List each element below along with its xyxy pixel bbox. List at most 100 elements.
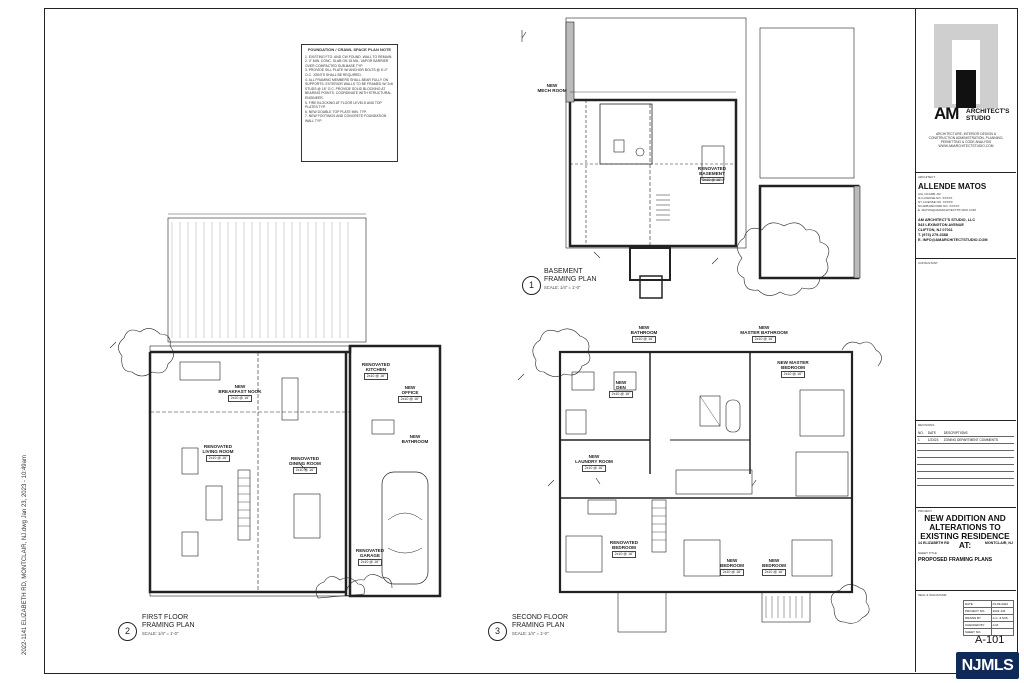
info-value	[990, 628, 1015, 636]
project-label: PROJECT	[918, 509, 933, 513]
divider	[915, 172, 1016, 173]
room-name: RENOVATED KITCHEN	[361, 362, 391, 372]
sheet-border	[44, 8, 1018, 674]
plan-scale: SCALE: 1/4" = 1'-0"	[512, 631, 549, 636]
room-tag: 2x10 @ 16"	[609, 391, 633, 398]
plan-scale: SCALE: 1/4" = 1'-0"	[544, 285, 581, 290]
divider	[915, 590, 1016, 591]
address-city: MONTCLAIR, NJ	[984, 541, 1013, 545]
rev-cell: ZONING DEPARTMENT COMMENTS	[942, 436, 1014, 444]
plan-title-line: FIRST FLOOR	[142, 614, 189, 621]
info-key: CHECKED BY	[963, 621, 992, 629]
plan-title-first: FIRST FLOOR FRAMING PLAN SCALE: 1/4" = 1…	[142, 614, 195, 638]
project-name: NEW ADDITION AND ALTERATIONS TO EXISTING…	[920, 513, 1010, 550]
note-line: 4. ALL FRAMING MEMBERS SHALL BEAR FULLY …	[305, 77, 393, 100]
info-key: DATE	[963, 600, 992, 608]
plan-title-basement: BASEMENT FRAMING PLAN SCALE: 1/4" = 1'-0…	[544, 268, 597, 292]
revisions-label: REVISIONS	[918, 423, 935, 427]
table-row: SHEET NO.	[963, 628, 1015, 636]
room-name: NEW DEN	[615, 380, 627, 390]
plan-title-second: SECOND FLOOR FRAMING PLAN SCALE: 1/4" = …	[512, 614, 568, 638]
room-tag: 2x10 @ 16"	[398, 396, 422, 403]
room-tag: 2x10 @ 16"	[228, 395, 252, 402]
room-tag: 2x10 @ 16"	[700, 177, 724, 184]
room-name: NEW OFFICE	[401, 385, 419, 395]
revisions-table: NO. DATE DESCRIPTIONS 1 1/23/23 ZONING D…	[917, 430, 1014, 486]
table-row	[917, 443, 1014, 451]
room-tag: 2x10 @ 16"	[206, 455, 230, 462]
table-row	[917, 471, 1014, 479]
room-name: NEW BREAKFAST NOOK	[218, 384, 262, 394]
note-line: 5. FIRE BLOCKING AT FLOOR LEVELS AND TOP…	[305, 100, 382, 110]
room-tag: 2x10 @ 16"	[358, 559, 382, 566]
brand-tagline: ARCHITECTURE, INTERIOR DESIGN & CONSTRUC…	[928, 132, 1004, 148]
divider	[915, 258, 1016, 259]
plan-subtitle-line: FRAMING PLAN	[544, 276, 597, 283]
foundation-notes: FOUNDATION / CRAWL SPACE PLAN NOTE 1. EX…	[301, 44, 398, 162]
room-name: RENOVATED BEDROOM	[609, 540, 639, 550]
note-line: 2. 4" MIN. CONC. SLAB ON 15 MIL. VAPOR B…	[305, 59, 389, 68]
room-name: NEW BATHROOM	[630, 325, 658, 335]
second-floor-plan	[532, 328, 882, 633]
first-floor-plan	[109, 217, 525, 599]
plan-scale: SCALE: 1/4" = 1'-0"	[142, 631, 179, 636]
rev-header-date: DATE	[926, 430, 943, 437]
logo-mark-icon	[934, 24, 998, 108]
rev-cell: 1	[917, 436, 927, 444]
room-tag: 2x10 @ 16"	[293, 467, 317, 474]
architect-name: ALLENDE MATOS	[918, 182, 987, 191]
rev-header-desc: DESCRIPTIONS	[942, 430, 1014, 437]
note-line: 7. NEW FOOTINGS AND CONCRETE FOUNDATION …	[305, 114, 387, 123]
room-name: NEW BEDROOM	[720, 558, 744, 568]
plan-title-line: SECOND FLOOR	[512, 614, 569, 621]
table-row: NO. DATE DESCRIPTIONS	[917, 430, 1014, 437]
room-tag: 2x10 @ 16"	[720, 569, 744, 576]
room-name: RENOVATED BASEMENT	[697, 166, 727, 176]
plan-number-basement: 1	[522, 276, 541, 295]
room-tag: 2x10 @ 16"	[762, 569, 786, 576]
room-tag: 2x10 @ 16"	[612, 551, 636, 558]
room-tag: 2x10 @ 16"	[632, 336, 656, 343]
plan-subtitle-line: FRAMING PLAN	[512, 622, 565, 629]
plan-title-line: BASEMENT	[544, 268, 583, 275]
plan-number-first: 2	[118, 622, 137, 641]
table-row	[917, 450, 1014, 458]
rev-cell: 1/23/23	[926, 436, 943, 444]
info-key: DRAWN BY	[963, 614, 992, 622]
info-key: PROJECT NO.	[963, 607, 992, 615]
room-label-mech: NEW MECH ROOM	[532, 83, 572, 93]
room-name: NEW MASTER BATHROOM	[740, 325, 788, 335]
table-row: 1 1/23/23 ZONING DEPARTMENT COMMENTS	[917, 436, 1014, 444]
firm-address: AM ARCHITECT'S STUDIO, LLC 543 LEXINGTON…	[918, 218, 988, 242]
info-value: 03-09-2022	[990, 600, 1015, 608]
room-name: RENOVATED LIVING ROOM	[202, 444, 234, 454]
rev-header-no: NO.	[917, 430, 927, 437]
sheet-title: PROPOSED FRAMING PLANS	[918, 557, 993, 563]
note-line: 3. PROVIDE SILL PLATE W/ ANCHOR BOLTS @ …	[305, 68, 388, 77]
room-name: RENOVATED DINING ROOM	[289, 456, 321, 466]
consultant-label: CONSULTANT	[918, 261, 938, 265]
info-value: A.M.	[990, 621, 1015, 629]
table-row	[917, 457, 1014, 465]
seal-label: SEAL & SIGNATURE	[918, 593, 947, 597]
sheet-title-label: SHEET TITLE	[918, 551, 937, 555]
table-row: PROJECT NO.2022-134	[963, 607, 1015, 615]
firm-logo	[934, 24, 998, 134]
divider	[915, 420, 1016, 421]
room-name: NEW LAUNDRY ROOM	[575, 454, 613, 464]
